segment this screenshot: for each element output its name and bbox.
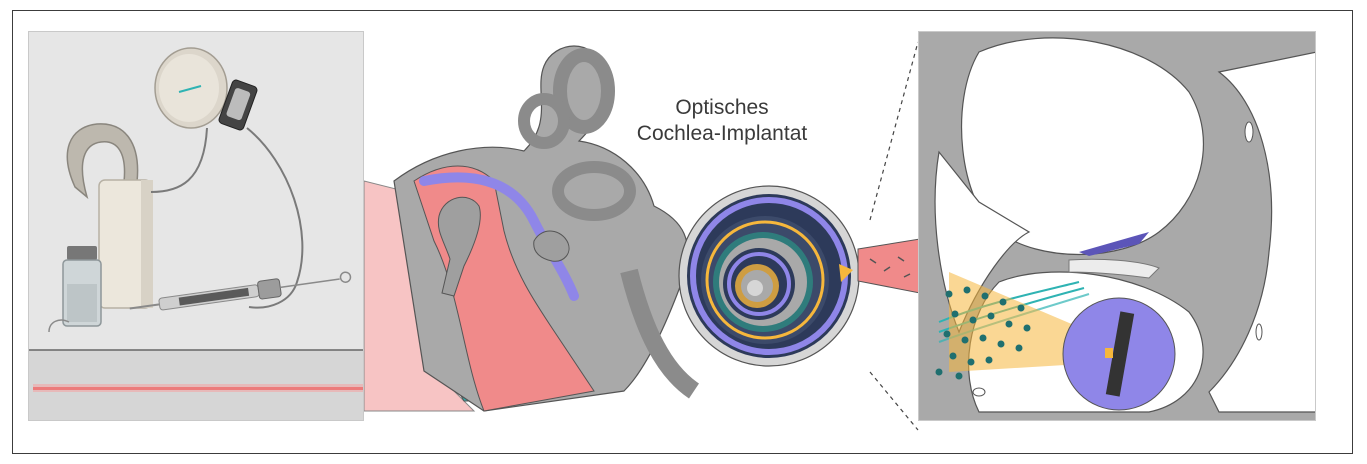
title-line-2: Cochlea-Implantat bbox=[622, 121, 822, 147]
vial-cap bbox=[67, 246, 97, 260]
auditory-nerve bbox=[858, 239, 920, 293]
implant-device-panel bbox=[28, 31, 364, 421]
title-line-1: Optisches bbox=[622, 95, 822, 121]
ear-anatomy-illustration bbox=[364, 31, 920, 421]
ear-anatomy-panel bbox=[364, 31, 920, 421]
cochlea bbox=[679, 186, 859, 366]
cochlea-cross-section-panel bbox=[918, 31, 1316, 421]
cochlea-cross-section-illustration bbox=[919, 32, 1316, 421]
figure-title: Optisches Cochlea-Implantat bbox=[622, 95, 822, 147]
implant-device-illustration bbox=[29, 32, 364, 421]
